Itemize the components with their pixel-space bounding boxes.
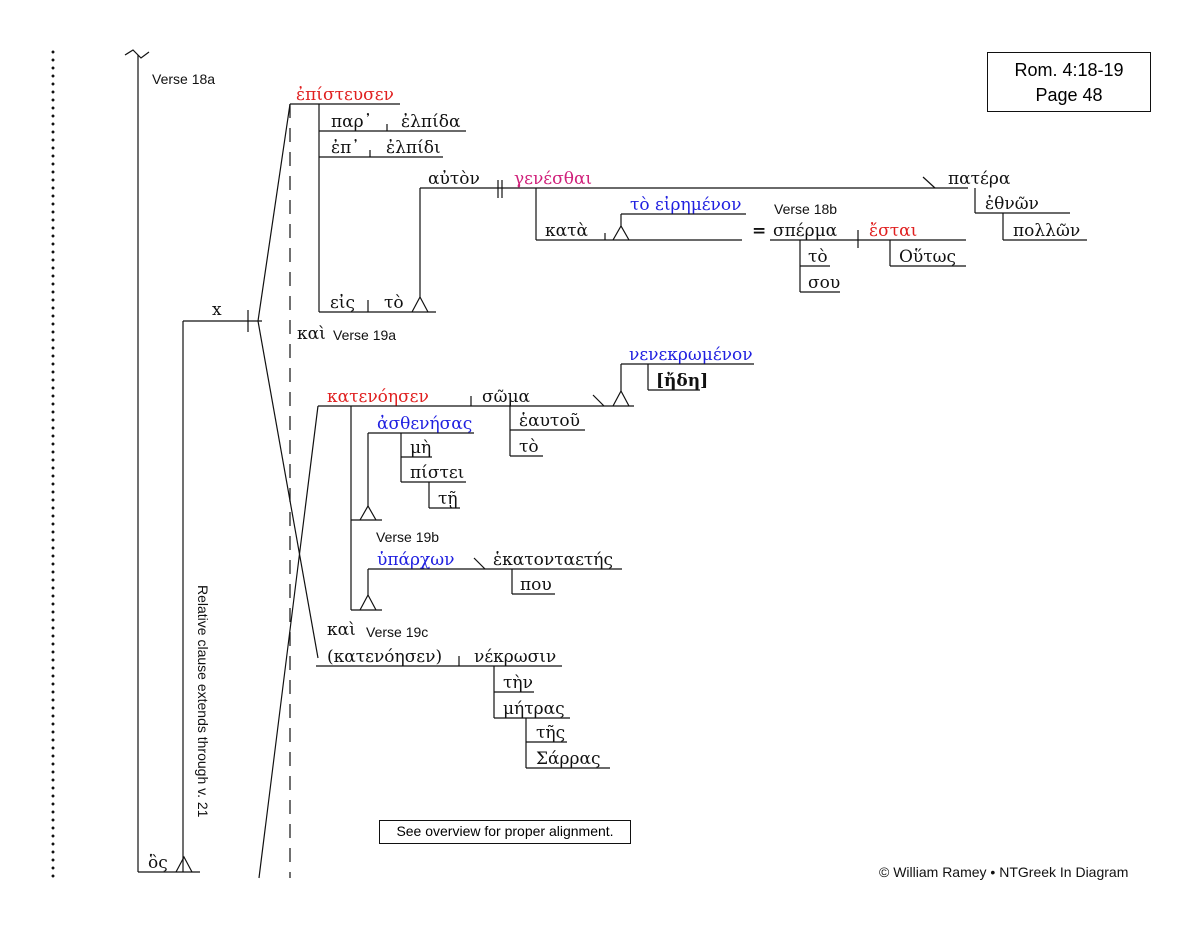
word-katenoesen-paren: (κατενόησεν) [327,647,443,667]
word-ethnon: ἐθνῶν [985,194,1039,214]
hos-pedestal [175,855,193,873]
word-ede: [ἤδη] [656,371,709,391]
word-kata: κατὰ [545,221,588,241]
relative-clause-note: Relative clause extends through v. 21 [195,585,211,818]
word-soma: σῶμα [482,387,530,407]
diag-to-19a [257,320,319,659]
word-nekrosin: νέκρωσιν [474,647,557,667]
diag-to-18a [257,103,291,322]
hyp-slant [473,557,486,570]
word-kai-1: καὶ [297,324,326,344]
word-sperma: σπέρμα [773,221,838,241]
word-to-2: τὸ [808,247,828,267]
word-patera: πατέρα [948,169,1011,189]
word-nenekromenon: νενεκρωμένον [629,345,753,365]
word-pollon: πολλῶν [1013,221,1081,241]
word-eis: εἰς [330,293,355,313]
frame-top-mark [124,49,150,59]
verse-19a-label: Verse 19a [333,327,397,343]
verse-19c-label: Verse 19c [366,624,429,640]
word-te: τῇ [438,489,458,509]
word-to-3: τὸ [519,437,539,457]
word-hekatontaetes: ἑκατονταετής [493,550,614,570]
overview-note: See overview for proper alignment. [379,820,631,844]
verse-18a-label: Verse 18a [152,71,216,87]
soma-pedestal [612,389,630,407]
word-tes: τῆς [536,723,566,743]
word-genesthai: γενέσθαι [514,169,593,189]
word-sou: σου [808,273,841,293]
word-pou: που [520,575,552,595]
word-metras: μήτρας [503,699,565,719]
dotted-margin [51,48,55,878]
predicate-slant [922,176,936,189]
word-houtos: Οὕτως [899,247,957,267]
verse-19b-label: Verse 19b [376,529,440,545]
soma-slant [592,394,605,407]
word-pistei: πίστει [410,463,465,483]
word-to-eiremenon: τὸ εἰρημένον [630,195,742,215]
word-ten: τὴν [503,673,533,693]
word-episteusen: ἐπίστευσεν [296,85,394,105]
word-me: μὴ [410,438,432,458]
word-elpida: ἐλπίδα [401,112,461,132]
word-asthenesas: ἀσθενήσας [377,414,473,434]
word-kai-2: καὶ [327,620,356,640]
word-estai: ἔσται [869,221,918,241]
word-katenoesen: κατενόησεν [327,387,429,407]
reference-passage: Rom. 4:18-19 [1014,60,1124,80]
eis-pedestal [411,295,429,313]
asth-pedestal [359,504,377,521]
word-to-1: τὸ [384,293,404,313]
hyp-pedestal [359,593,377,611]
copyright: © William Ramey • NTGreek In Diagram [879,864,1129,880]
word-sarras: Σάρρας [536,749,601,769]
word-elpidi: ἐλπίδι [386,138,441,158]
connector-x: x [212,300,222,320]
word-auton: αὐτὸν [428,169,480,189]
word-par: παρ᾽ [331,112,373,132]
word-heautou: ἑαυτοῦ [519,411,580,431]
diag-to-19a-main [258,405,319,879]
word-ep: ἐπ᾽ [331,138,360,158]
kata-pedestal [612,224,630,241]
reference-page: Page 48 [1035,85,1103,105]
word-hos: ὃς [148,853,168,873]
reference-box: Rom. 4:18-19 Page 48 [987,52,1151,112]
equals-sign: = [752,221,767,241]
word-hyparchon: ὑπάρχων [377,550,455,570]
verse-18b-label: Verse 18b [774,201,838,217]
